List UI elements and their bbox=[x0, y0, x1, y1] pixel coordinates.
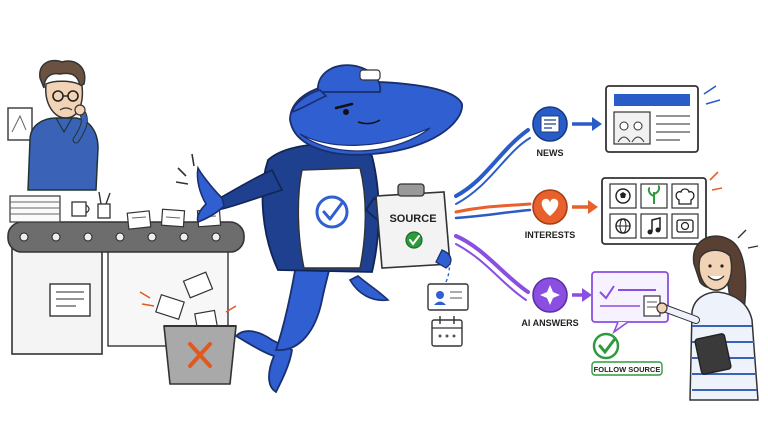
camera-icon bbox=[676, 219, 694, 233]
desk-document-icon bbox=[49, 283, 91, 317]
ai-answers-label: AI ANSWERS bbox=[521, 318, 578, 328]
profile-card-icon bbox=[427, 283, 469, 311]
motion-marks bbox=[737, 229, 759, 249]
ai-arrow bbox=[572, 288, 592, 302]
paper-stack bbox=[9, 195, 61, 223]
flow-interests bbox=[454, 202, 532, 220]
ai-node: AI ANSWERS bbox=[521, 277, 579, 328]
chef-hat-icon bbox=[675, 188, 695, 205]
follow-source-badge: FOLLOW SOURCE bbox=[591, 332, 663, 376]
shield-check-logo-icon bbox=[315, 195, 349, 229]
interests-grid-panel bbox=[601, 171, 723, 245]
conveyor-desk bbox=[7, 221, 245, 355]
worried-man bbox=[27, 59, 99, 191]
wall-frame bbox=[7, 107, 33, 141]
flow-news bbox=[454, 128, 531, 205]
dashed-arrow bbox=[445, 257, 451, 283]
whale-mascot bbox=[196, 64, 463, 394]
news-site-panel bbox=[605, 85, 721, 153]
check-circle-icon bbox=[405, 231, 423, 249]
smiling-woman bbox=[656, 235, 759, 401]
interests-label: INTERESTS bbox=[525, 230, 576, 240]
plant-icon bbox=[647, 185, 661, 204]
check-circle-icon bbox=[592, 332, 620, 360]
document-mini-icon bbox=[643, 295, 661, 317]
follow-source-label: FOLLOW SOURCE bbox=[594, 365, 661, 374]
interests-node: INTERESTS bbox=[525, 189, 576, 240]
calendar-icon bbox=[431, 316, 463, 347]
reject-x-icon bbox=[188, 342, 212, 368]
tablet-device bbox=[694, 333, 732, 375]
clipboard-title: SOURCE bbox=[389, 213, 436, 225]
motion-marks bbox=[175, 153, 195, 185]
heart-icon bbox=[541, 198, 559, 216]
people-photo-icon bbox=[617, 121, 645, 143]
pencil-cup-icon bbox=[97, 191, 111, 219]
newspaper-icon bbox=[540, 115, 560, 133]
coffee-mug-icon bbox=[71, 201, 90, 217]
interests-arrow bbox=[572, 200, 598, 214]
ai-answer-panel bbox=[591, 271, 669, 335]
baseball-cap bbox=[290, 64, 382, 114]
falling-papers bbox=[139, 271, 237, 331]
news-arrow bbox=[572, 117, 602, 131]
sparkle-icon bbox=[540, 285, 560, 305]
flow-ai bbox=[454, 234, 530, 301]
news-label: NEWS bbox=[537, 148, 564, 158]
music-note-icon bbox=[651, 217, 661, 232]
source-clipboard: SOURCE bbox=[375, 183, 452, 269]
news-node: NEWS bbox=[532, 106, 568, 158]
rejection-bin bbox=[163, 325, 237, 385]
